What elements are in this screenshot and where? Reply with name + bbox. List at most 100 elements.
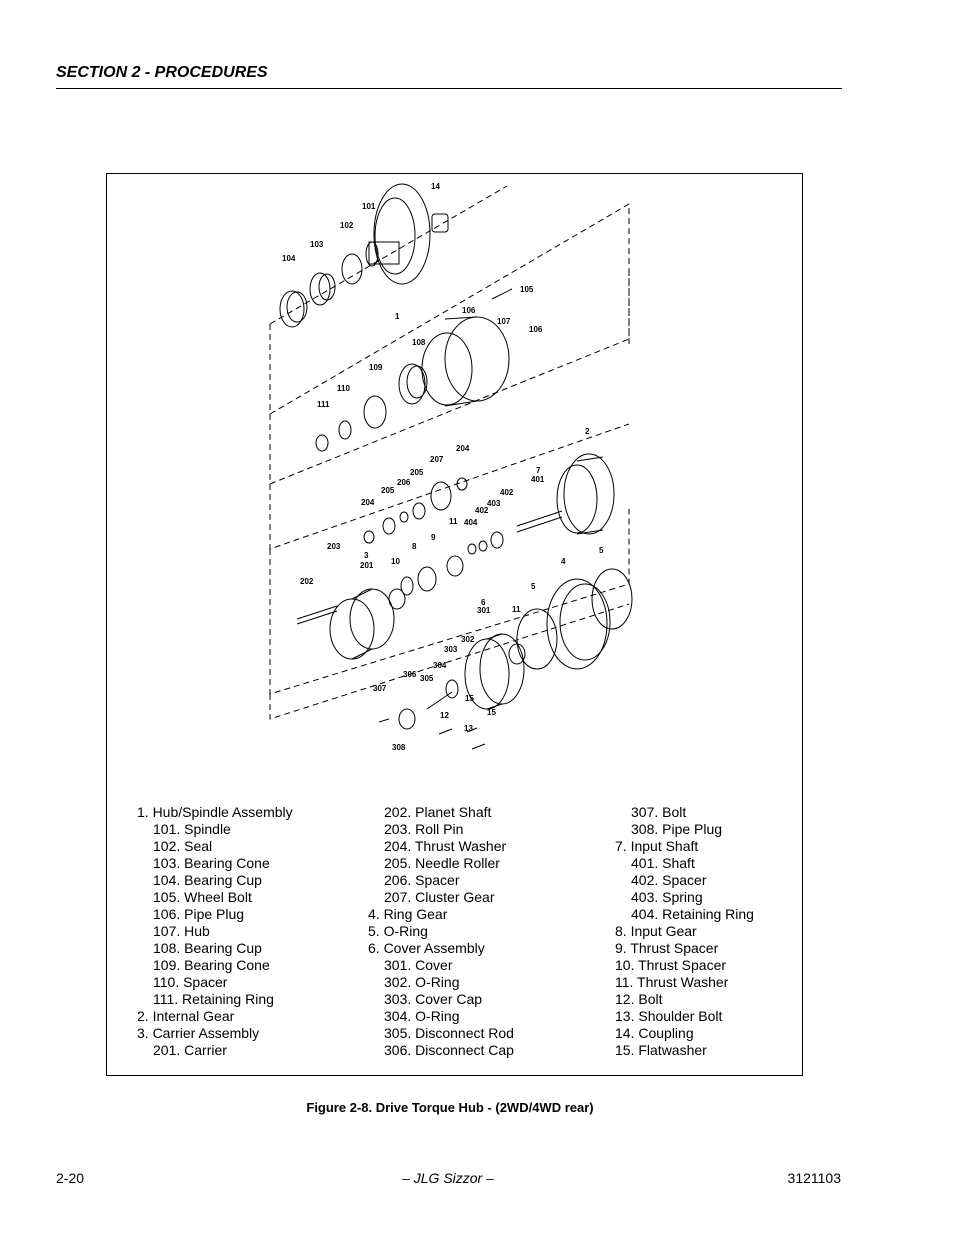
callout-label: 402 <box>500 488 514 497</box>
legend-item: 201. Carrier <box>153 1042 227 1058</box>
legend-item: 205. Needle Roller <box>384 855 500 871</box>
callout-label: 12 <box>440 711 449 720</box>
legend-item: 101. Spindle <box>153 821 231 837</box>
callout-label: 6 <box>481 598 486 607</box>
callout-label: 306 <box>403 670 417 679</box>
callout-label: 5 <box>531 582 536 591</box>
callout-label: 301 <box>477 606 491 615</box>
callout-label: 102 <box>340 221 354 230</box>
callout-label: 204 <box>361 498 375 507</box>
legend-item: 402. Spacer <box>631 872 707 888</box>
legend-item: 203. Roll Pin <box>384 821 464 837</box>
legend-item: 305. Disconnect Rod <box>384 1025 514 1041</box>
legend-item: 1. Hub/Spindle Assembly <box>137 804 293 820</box>
callout-label: 10 <box>391 557 400 566</box>
legend-item: 111. Retaining Ring <box>153 991 274 1007</box>
callout-label: 302 <box>461 635 475 644</box>
legend-item: 307. Bolt <box>631 804 687 820</box>
callout-label: 110 <box>337 384 350 393</box>
legend-item: 304. O-Ring <box>384 1008 460 1024</box>
legend-column-1: 1. Hub/Spindle Assembly 101. Spindle 102… <box>137 804 293 1059</box>
callout-label: 7 <box>536 466 541 475</box>
legend-item: 109. Bearing Cone <box>153 957 270 973</box>
legend-item: 15. Flatwasher <box>615 1042 707 1058</box>
legend-item: 404. Retaining Ring <box>631 906 754 922</box>
callout-label: 14 <box>431 182 440 191</box>
legend-item: 107. Hub <box>153 923 210 939</box>
legend-item: 401. Shaft <box>631 855 695 871</box>
legend-item: 102. Seal <box>153 838 213 854</box>
legend-item: 106. Pipe Plug <box>153 906 245 922</box>
legend-item: 207. Cluster Gear <box>384 889 495 905</box>
callout-label: 103 <box>310 240 324 249</box>
header-rule <box>56 88 842 89</box>
callout-label: 15 <box>465 694 474 703</box>
callout-label: 403 <box>487 499 501 508</box>
callout-label: 15 <box>487 708 496 717</box>
callout-label: 109 <box>369 363 383 372</box>
legend-item: 12. Bolt <box>615 991 663 1007</box>
callout-label: 202 <box>300 577 314 586</box>
callout-label: 307 <box>373 684 387 693</box>
callout-label: 204 <box>456 444 470 453</box>
callout-label: 205 <box>410 468 424 477</box>
legend-item: 6. Cover Assembly <box>368 940 485 956</box>
callout-label: 304 <box>433 661 447 670</box>
callout-label: 404 <box>464 518 478 527</box>
legend-item: 202. Planet Shaft <box>384 804 492 820</box>
callout-label: 303 <box>444 645 458 654</box>
legend-item: 105. Wheel Bolt <box>153 889 252 905</box>
legend-item: 13. Shoulder Bolt <box>615 1008 723 1024</box>
legend-item: 206. Spacer <box>384 872 460 888</box>
legend-column-3: 307. Bolt 308. Pipe Plug 7. Input Shaft … <box>615 804 754 1059</box>
legend-item: 308. Pipe Plug <box>631 821 723 837</box>
legend-item: 8. Input Gear <box>615 923 697 939</box>
callout-label: 9 <box>431 533 436 542</box>
legend-item: 104. Bearing Cup <box>153 872 262 888</box>
legend-item: 301. Cover <box>384 957 453 973</box>
legend-item: 103. Bearing Cone <box>153 855 270 871</box>
callout-label: 5 <box>599 546 604 555</box>
legend-item: 302. O-Ring <box>384 974 460 990</box>
figure-caption: Figure 2-8. Drive Torque Hub - (2WD/4WD … <box>306 1100 594 1115</box>
callout-label: 207 <box>430 455 444 464</box>
callout-label: 11 <box>512 605 521 614</box>
legend-item: 108. Bearing Cup <box>153 940 262 956</box>
legend-item: 9. Thrust Spacer <box>615 940 719 956</box>
callout-label: 305 <box>420 674 434 683</box>
callout-label: 1 <box>395 312 400 321</box>
legend-item: 10. Thrust Spacer <box>615 957 727 973</box>
callout-label: 2 <box>585 427 590 436</box>
callout-label: 101 <box>362 202 376 211</box>
callout-label: 3 <box>364 551 369 560</box>
callout-label: 104 <box>282 254 296 263</box>
footer-title: – JLG Sizzor – <box>402 1170 494 1186</box>
callout-label: 401 <box>531 475 545 484</box>
legend-column-2: 202. Planet Shaft 203. Roll Pin 204. Thr… <box>368 804 514 1059</box>
callout-label: 106 <box>529 325 543 334</box>
callout-label: 402 <box>475 506 489 515</box>
legend-item: 11. Thrust Washer <box>615 974 729 990</box>
legend-item: 4. Ring Gear <box>368 906 448 922</box>
callout-label: 308 <box>392 743 406 752</box>
callout-label: 108 <box>412 338 426 347</box>
figure-box: 14 101 102 103 104 105 1 106 107 106 108… <box>106 173 803 1076</box>
legend-item: 110. Spacer <box>153 974 228 990</box>
legend-item: 5. O-Ring <box>368 923 428 939</box>
legend-item: 303. Cover Cap <box>384 991 483 1007</box>
section-header: SECTION 2 - PROCEDURES <box>56 64 268 81</box>
legend-item: 3. Carrier Assembly <box>137 1025 260 1041</box>
callout-label: 13 <box>464 724 473 733</box>
legend-item: 2. Internal Gear <box>137 1008 235 1024</box>
callout-label: 106 <box>462 306 476 315</box>
legend-item: 306. Disconnect Cap <box>384 1042 514 1058</box>
callout-label: 111 <box>317 400 330 409</box>
callout-label: 205 <box>381 486 395 495</box>
callout-label: 11 <box>449 517 458 526</box>
callout-label: 107 <box>497 317 511 326</box>
legend-item: 204. Thrust Washer <box>384 838 507 854</box>
callout-label: 4 <box>561 557 566 566</box>
page-number: 2-20 <box>56 1170 85 1186</box>
legend-item: 7. Input Shaft <box>615 838 699 854</box>
callout-label: 201 <box>360 561 374 570</box>
